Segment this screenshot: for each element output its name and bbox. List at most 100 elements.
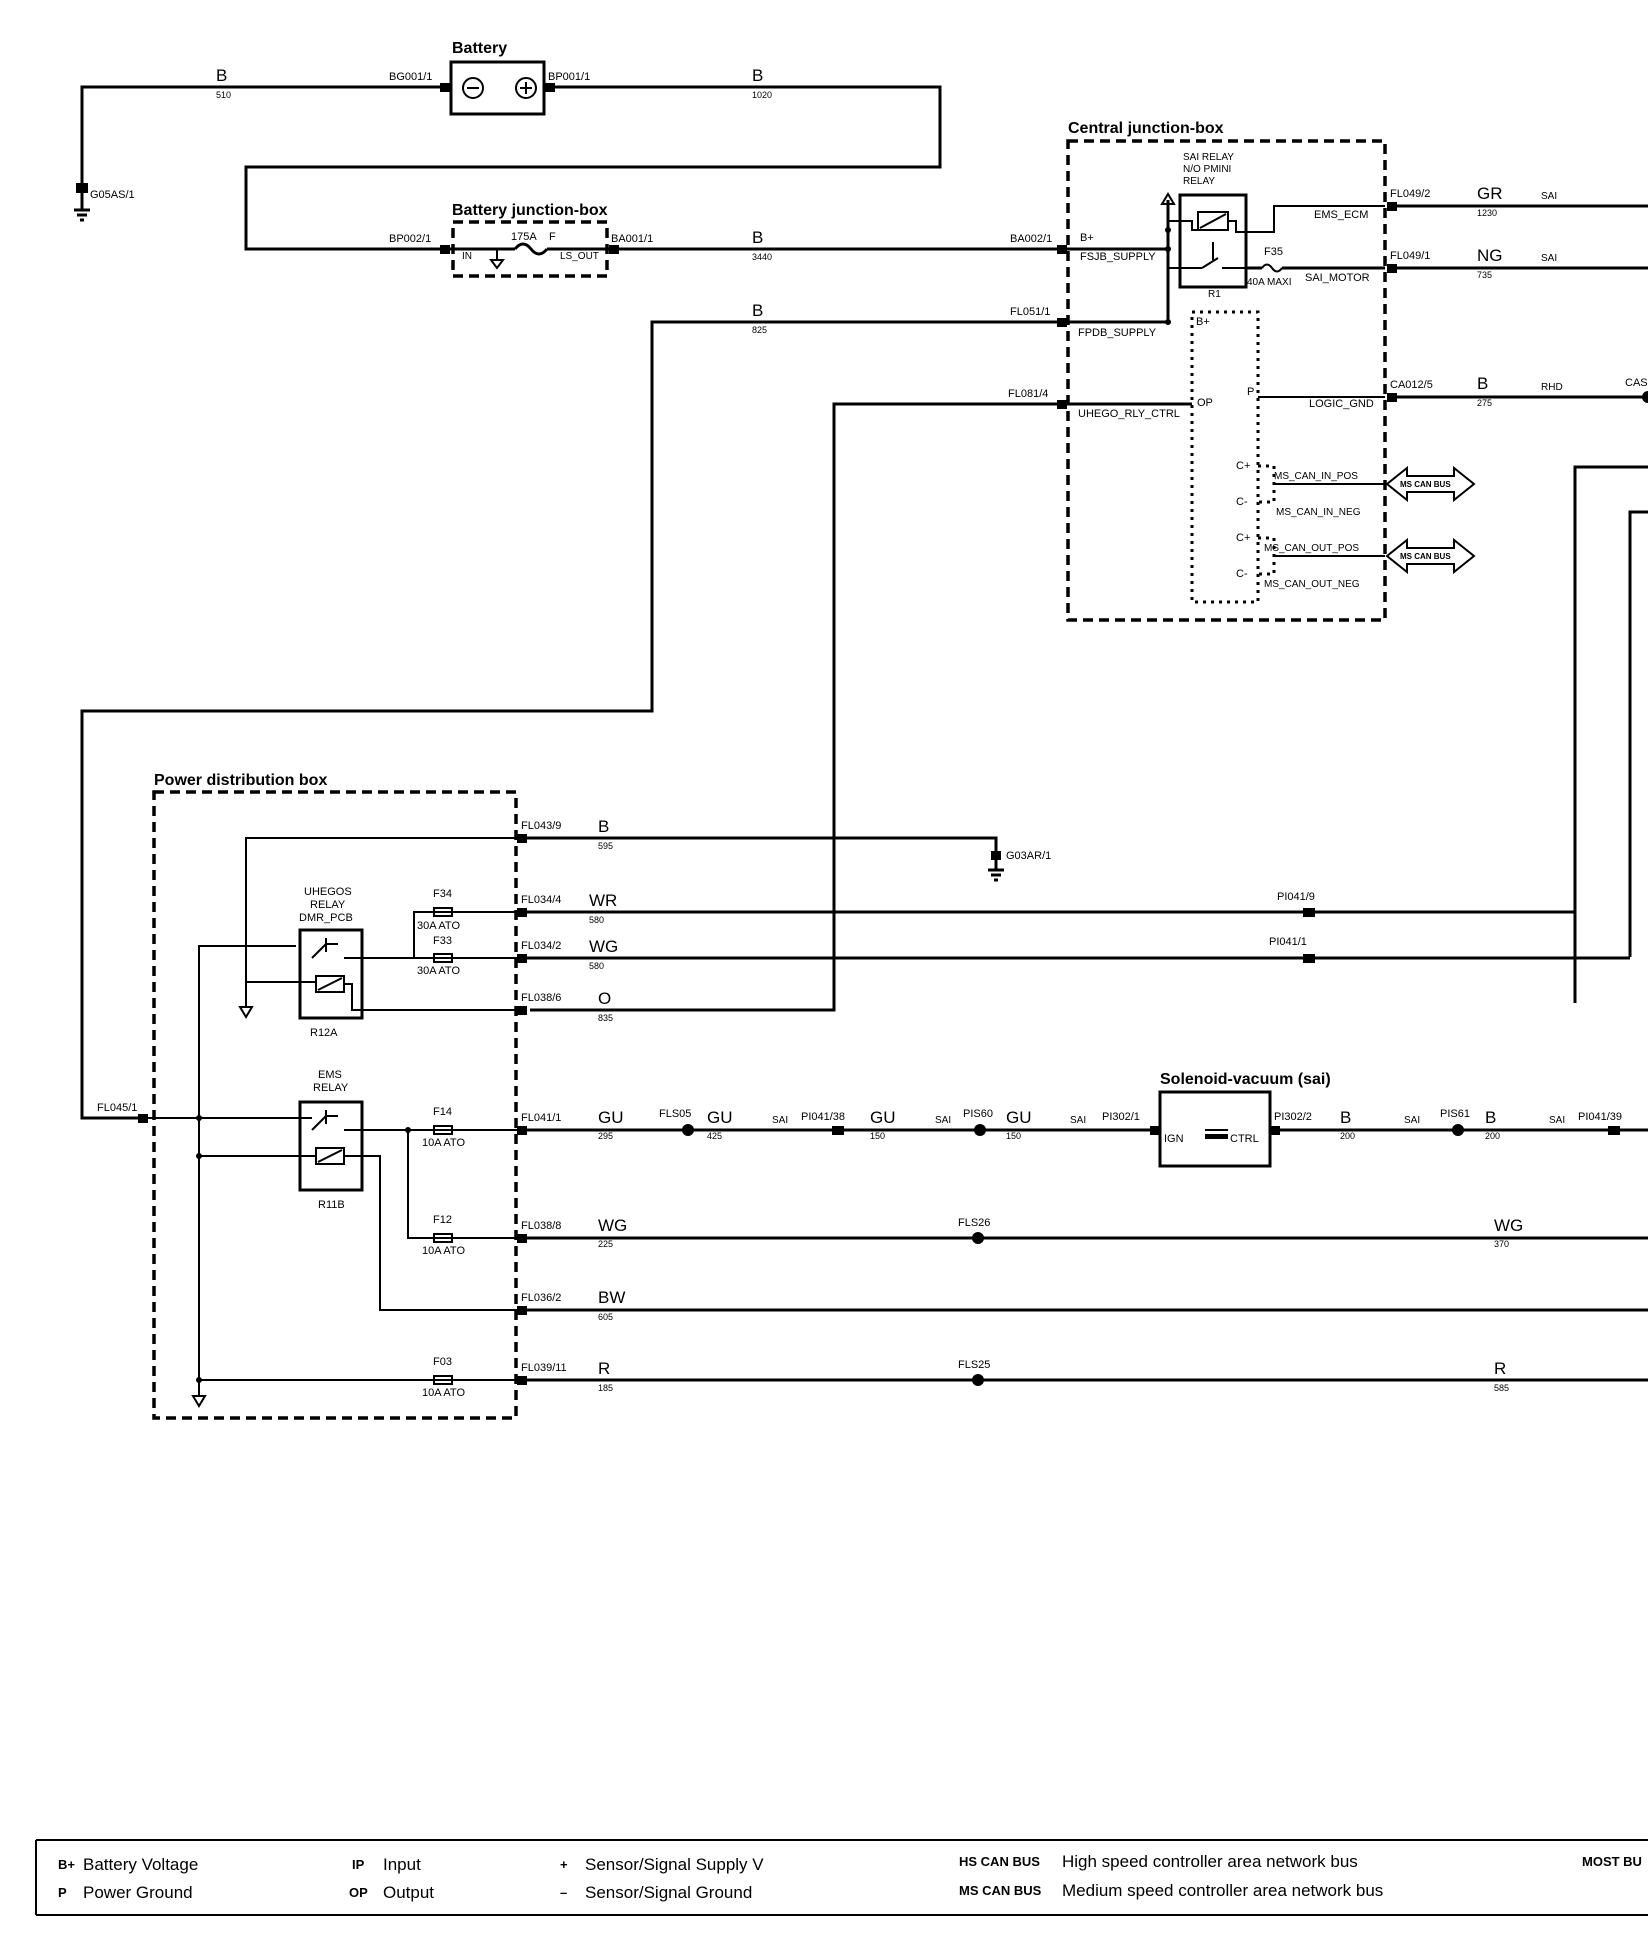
fuse-f12: F12	[433, 1214, 452, 1226]
wire-color: GU	[598, 1108, 624, 1127]
legend-key-hs: HS CAN BUS	[959, 1854, 1040, 1869]
connector-fl049-2: FL049/2	[1390, 188, 1430, 200]
legend-value-hs: High speed controller area network bus	[1062, 1852, 1358, 1871]
legend-key-most: MOST BU	[1582, 1854, 1642, 1869]
connector-fl034-4: FL034/4	[521, 894, 561, 906]
legend-key-bplus: B+	[58, 1857, 75, 1872]
pin-bplus-2: B+	[1196, 316, 1210, 328]
wire-number: 595	[598, 841, 613, 851]
relay-r11b: R11B	[318, 1199, 345, 1211]
battery-section: G05AS/1 B 510 Battery BG001/1 BP001/1 B …	[74, 40, 942, 251]
wire-number: 580	[589, 915, 604, 925]
uhegos-label: UHEGOS	[304, 886, 352, 898]
pin-cminus: C-	[1236, 568, 1248, 580]
pin-cminus: C-	[1236, 496, 1248, 508]
wire-color: B	[1477, 374, 1488, 393]
solenoid-title: Solenoid-vacuum (sai)	[1160, 1071, 1331, 1088]
connector-fl039: FL039/11	[521, 1362, 567, 1374]
legend-key-plus: +	[560, 1857, 568, 1872]
wire-number: 605	[598, 1312, 613, 1322]
pin-ls-out: LS_OUT	[560, 251, 599, 262]
junction-pis61: PIS61	[1440, 1108, 1470, 1120]
connector-fl081: FL081/4	[1008, 388, 1048, 400]
connector-pi041-1: PI041/1	[1269, 936, 1307, 948]
legend: B+ Battery Voltage P Power Ground IP Inp…	[35, 1839, 1648, 1916]
legend-key-ms: MS CAN BUS	[959, 1883, 1042, 1898]
wire-color: R	[598, 1359, 610, 1378]
ems-label: RELAY	[313, 1082, 349, 1094]
connector-fl038-8: FL038/8	[521, 1220, 561, 1232]
sai-relay-label: SAI RELAY	[1183, 152, 1234, 163]
wire-number: 185	[598, 1383, 613, 1393]
fuse-f12-rating: 10A ATO	[422, 1245, 465, 1257]
wire-color: O	[598, 989, 611, 1008]
wire-number: 735	[1477, 270, 1492, 280]
fuse-f34: F34	[433, 888, 452, 900]
tag-sai: SAI	[1404, 1115, 1420, 1126]
central-jbox-title: Central junction-box	[1068, 120, 1224, 137]
wire-number: 3440	[752, 252, 772, 262]
pin-cplus: C+	[1236, 532, 1250, 544]
pin-ms-can-in-pos: MS_CAN_IN_POS	[1274, 471, 1358, 482]
pin-ms-can-in-neg: MS_CAN_IN_NEG	[1276, 507, 1361, 518]
wire-color: B	[216, 66, 227, 85]
battery-title: Battery	[452, 40, 507, 57]
pin-ctrl: CTRL	[1230, 1133, 1259, 1145]
uhegos-label: DMR_PCB	[299, 912, 353, 924]
sai-relay	[1178, 193, 1248, 289]
wire-color: B	[598, 817, 609, 836]
connector-bg001: BG001/1	[389, 71, 432, 83]
connector-fl045: FL045/1	[97, 1102, 137, 1114]
wire-number: 510	[216, 90, 231, 100]
battery-jbox-title: Battery junction-box	[452, 202, 608, 219]
connector-fl049-1: FL049/1	[1390, 250, 1430, 262]
legend-key-ip: IP	[352, 1857, 365, 1872]
power-distribution-box: Power distribution box UHEGOS RELAY DMR_…	[148, 772, 518, 1420]
wire-number: 150	[1006, 1131, 1021, 1141]
wire-color: BW	[598, 1288, 625, 1307]
connector-fl034-2: FL034/2	[521, 940, 561, 952]
pin-in: IN	[462, 251, 472, 262]
wire-number: 1020	[752, 90, 772, 100]
wire-number: 200	[1485, 1131, 1500, 1141]
wire-number: 225	[598, 1239, 613, 1249]
pin-ms-can-out-pos: MS_CAN_OUT_POS	[1264, 543, 1359, 554]
connector-pi041-39: PI041/39	[1578, 1111, 1622, 1123]
wire-color: GU	[870, 1108, 896, 1127]
wire-number: 425	[707, 1131, 722, 1141]
connector-ba001: BA001/1	[611, 233, 653, 245]
wire-color: B	[752, 228, 763, 247]
pin-ms-can-out-neg: MS_CAN_OUT_NEG	[1264, 579, 1360, 590]
connector-fl051: FL051/1	[1010, 306, 1050, 318]
wire-color: GU	[1006, 1108, 1032, 1127]
legend-value-plus: Sensor/Signal Supply V	[585, 1855, 764, 1874]
fuse-f33: F33	[433, 935, 452, 947]
pin-ems-ecm: EMS_ECM	[1314, 209, 1368, 221]
wire-number: 585	[1494, 1383, 1509, 1393]
tag-sai: SAI	[1549, 1115, 1565, 1126]
legend-value-ip: Input	[383, 1855, 421, 1874]
wire-color: B	[1340, 1108, 1351, 1127]
connector-pi041-38: PI041/38	[801, 1111, 845, 1123]
wire-color: GR	[1477, 184, 1503, 203]
wire-number: 295	[598, 1131, 613, 1141]
wire-color: WG	[1494, 1216, 1523, 1235]
fuse-f34-rating: 30A ATO	[417, 920, 460, 932]
sai-relay-label: RELAY	[1183, 176, 1215, 187]
ms-can-bus-label: MS CAN BUS	[1400, 552, 1451, 561]
tag-sai: SAI	[1541, 191, 1557, 202]
junction-fls25: FLS25	[958, 1359, 990, 1371]
pin-op: OP	[1197, 397, 1213, 409]
wire-color: WG	[598, 1216, 627, 1235]
pin-uhego-rly-ctrl: UHEGO_RLY_CTRL	[1078, 408, 1180, 420]
wire-color: B	[752, 301, 763, 320]
wire-number: 275	[1477, 398, 1492, 408]
wire-color: R	[1494, 1359, 1506, 1378]
wire-color: WG	[589, 937, 618, 956]
fuse-f35-rating: 40A MAXI	[1247, 277, 1291, 288]
ms-can-bus-arrow: MS CAN BUS	[1385, 537, 1476, 575]
connector-cas: CAS	[1625, 377, 1648, 389]
connector-bp001: BP001/1	[548, 71, 590, 83]
pin-fpdb-supply: FPDB_SUPPLY	[1078, 327, 1157, 339]
